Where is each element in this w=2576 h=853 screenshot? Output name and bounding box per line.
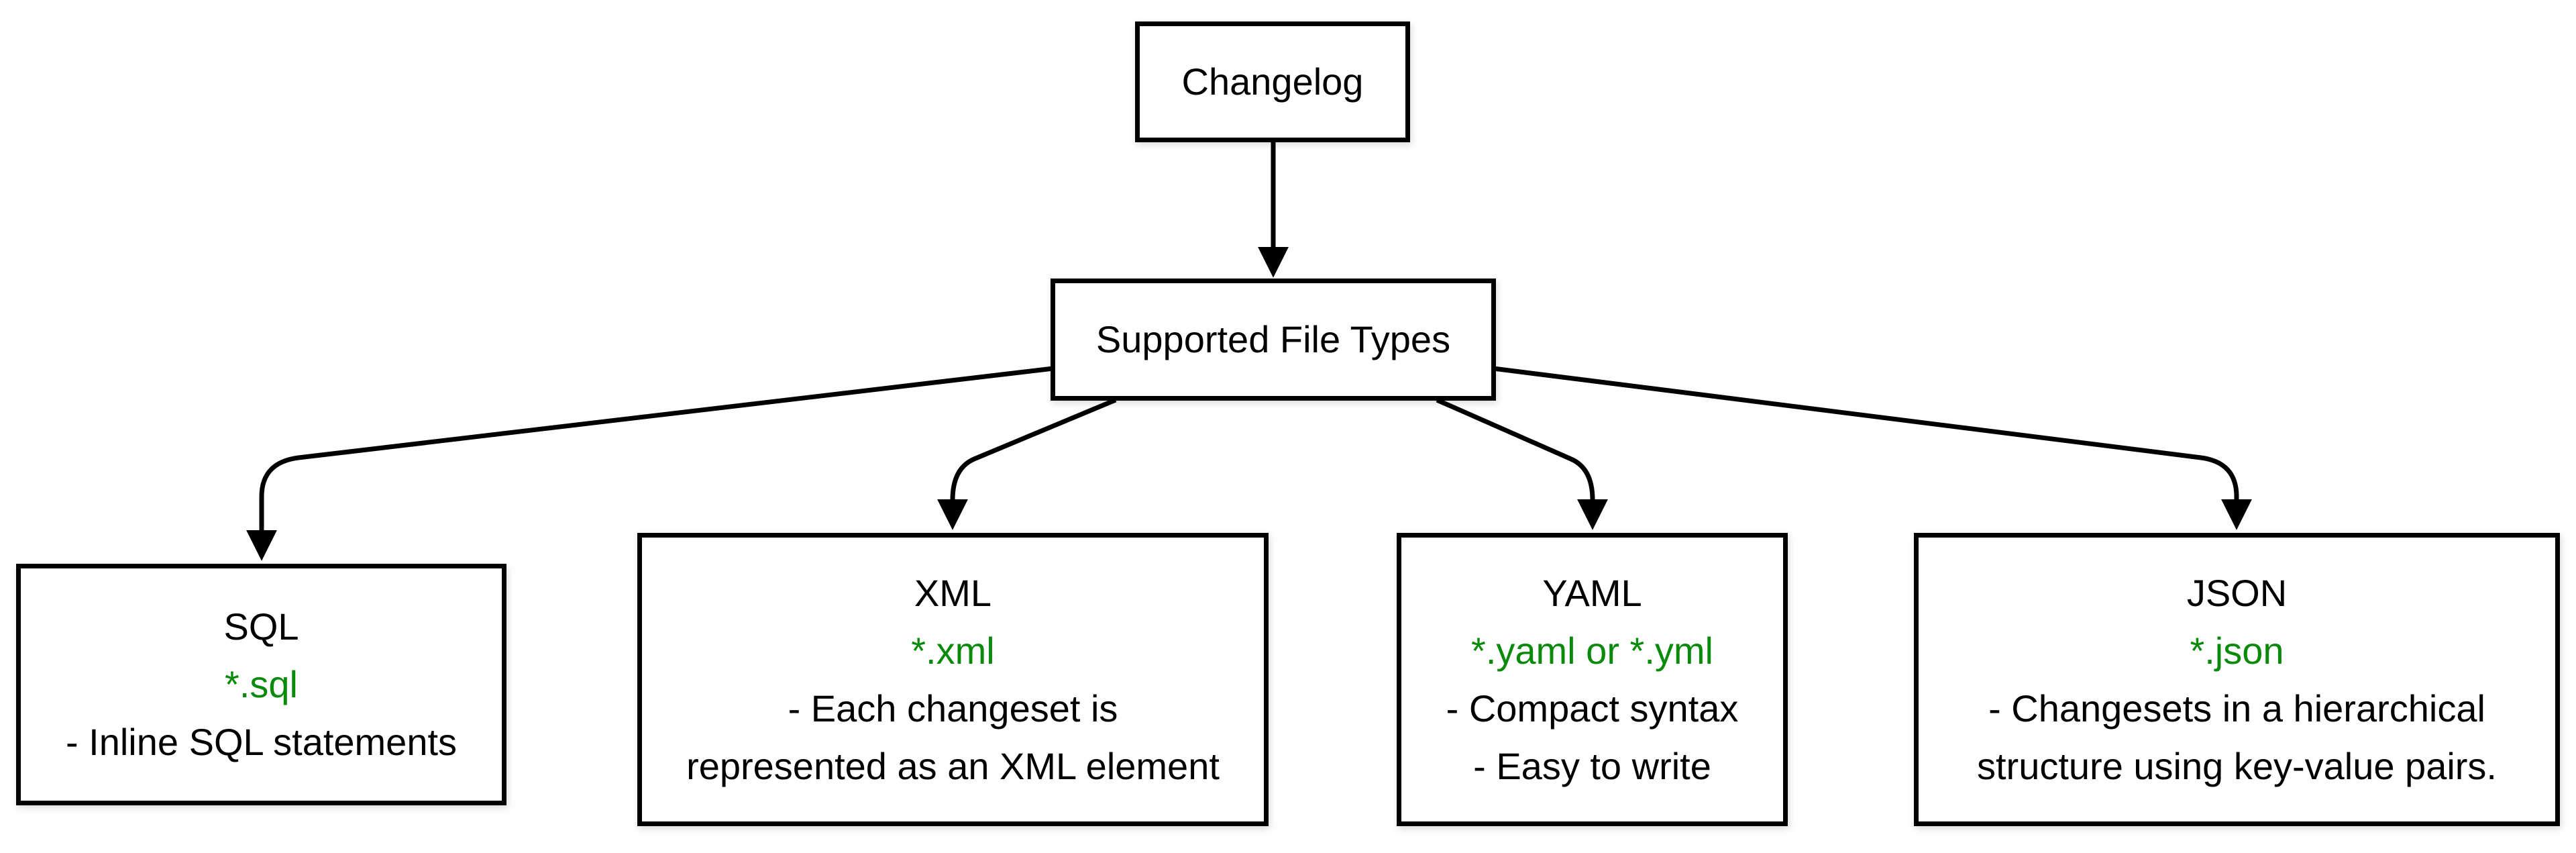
node-yaml-title: YAML (1542, 571, 1642, 614)
node-xml-extension: *.xml (911, 629, 995, 672)
node-json-title: JSON (2186, 571, 2288, 614)
node-supported-file-types: Supported File Types (1051, 279, 1496, 401)
connector-supported-file-types-to-json (1493, 366, 2252, 530)
node-changelog-label: Changelog (1181, 60, 1364, 103)
node-sql-extension: *.sql (225, 663, 298, 705)
node-json-description-line: structure using key-value pairs. (1976, 744, 2497, 787)
node-sql-description-line: - Inline SQL statements (65, 721, 458, 763)
node-changelog: Changelog (1135, 21, 1410, 142)
node-yaml-description-line: - Easy to write (1473, 744, 1711, 787)
node-yaml-description-line: - Compact syntax (1446, 687, 1739, 730)
node-sql: SQL *.sql - Inline SQL statements (16, 564, 506, 805)
connector-supported-file-types-to-sql (246, 366, 1054, 561)
node-yaml: YAML *.yaml or *.yml - Compact syntax - … (1397, 533, 1788, 826)
node-yaml-extension: *.yaml or *.yml (1471, 629, 1713, 672)
node-json-description-line: - Changesets in a hierarchical (1988, 687, 2485, 730)
node-xml-description-line: - Each changeset is (788, 687, 1118, 730)
node-supported-file-types-label: Supported File Types (1095, 318, 1451, 360)
node-json-extension: *.json (2190, 629, 2284, 672)
connector-supported-file-types-to-xml (937, 397, 1117, 530)
node-xml-title: XML (914, 571, 992, 614)
node-json: JSON *.json - Changesets in a hierarchic… (1914, 533, 2560, 826)
connector-supported-file-types-to-yaml (1436, 397, 1608, 530)
node-sql-title: SQL (223, 605, 299, 648)
node-xml: XML *.xml - Each changeset is represente… (637, 533, 1269, 826)
node-xml-description-line: represented as an XML element (686, 744, 1220, 787)
